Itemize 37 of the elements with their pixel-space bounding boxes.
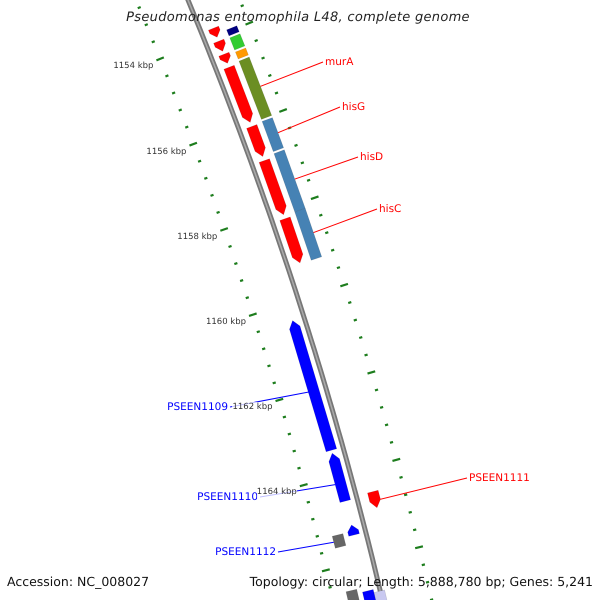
gene-feature	[213, 38, 226, 52]
gene-label: PSEEN1110	[197, 490, 258, 504]
gene-segment	[294, 208, 322, 261]
gene-feature	[279, 216, 304, 264]
leader-line	[380, 478, 468, 500]
gene-segment	[274, 149, 306, 212]
gene-segment	[226, 25, 240, 36]
gene-label: PSEEN1109	[167, 400, 228, 414]
scale-label: 1154 kbp	[113, 61, 154, 72]
gene-segment	[229, 33, 246, 50]
gene-feature	[328, 452, 351, 503]
scale-label: 1158 kbp	[177, 232, 218, 243]
gene-segment	[332, 533, 346, 549]
leader-line	[278, 542, 334, 552]
accession-text: Accession: NC_008027	[7, 574, 150, 590]
gene-label: PSEEN1111	[469, 471, 530, 485]
scale-label: 1162 kbp	[232, 402, 273, 414]
gene-feature	[258, 158, 287, 216]
gene-segment	[262, 117, 284, 152]
gene-label: hisC	[379, 202, 402, 216]
scale-label: 1160 kbp	[206, 316, 246, 328]
gene-label: PSEEN1112	[215, 545, 276, 559]
gene-feature	[218, 52, 231, 64]
gene-label: murA	[325, 55, 354, 69]
gene-label: hisG	[342, 100, 366, 114]
gene-feature	[289, 320, 338, 452]
leader-line	[278, 106, 340, 134]
scale-label: 1156 kbp	[146, 146, 186, 158]
gene-label: hisD	[360, 150, 384, 164]
gene-feature	[224, 64, 254, 123]
gene-feature	[246, 124, 266, 157]
gene-feature	[347, 524, 360, 537]
scale-label: 1164 kbp	[256, 487, 297, 498]
gene-feature	[367, 490, 381, 508]
gene-segment	[235, 48, 249, 60]
gene-feature	[208, 26, 220, 38]
gene-segment	[238, 56, 272, 120]
